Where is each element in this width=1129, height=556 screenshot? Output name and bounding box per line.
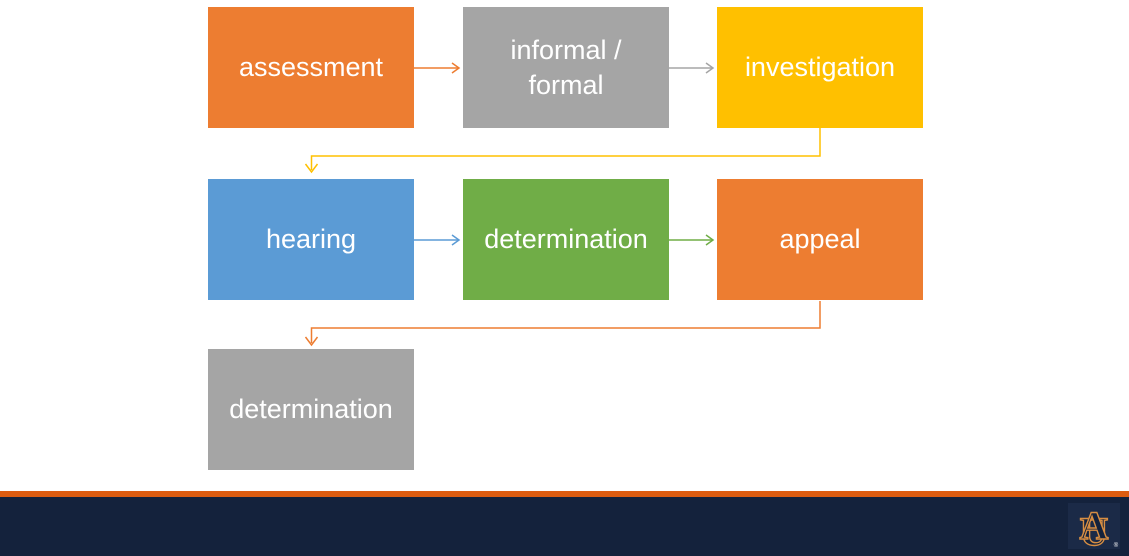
footer-orange-stripe xyxy=(0,491,1129,497)
flow-box-assessment: assessment xyxy=(208,7,414,128)
flow-box-label: investigation xyxy=(744,52,896,83)
logo-tile xyxy=(1068,503,1120,549)
auburn-au-logo-icon: U A ® xyxy=(1068,503,1120,549)
flow-box-label: assessment xyxy=(238,52,384,83)
flow-box-label: informal / formal xyxy=(510,35,622,100)
arrow-informal-to-investigation-icon xyxy=(668,60,717,76)
elbow-appeal-to-determination-icon xyxy=(303,301,828,351)
arrow-assessment-to-informal-icon xyxy=(414,60,463,76)
flow-box-informal-formal: informal / formal xyxy=(463,7,669,128)
flow-box-hearing: hearing xyxy=(208,179,414,300)
flow-box-determination-final: determination xyxy=(208,349,414,470)
flow-box-determination: determination xyxy=(463,179,669,300)
flow-box-investigation: investigation xyxy=(717,7,923,128)
flow-box-appeal: appeal xyxy=(717,179,923,300)
arrow-hearing-to-determination-icon xyxy=(414,232,463,248)
flow-box-label: appeal xyxy=(779,224,861,255)
footer-navy-bar xyxy=(0,497,1129,556)
registered-mark: ® xyxy=(1114,542,1119,549)
flow-box-label: determination xyxy=(484,224,648,255)
logo-letter-u: U xyxy=(1080,509,1109,549)
flow-box-label: hearing xyxy=(265,224,357,255)
arrow-determination-to-appeal-icon xyxy=(668,232,717,248)
logo-letter-a: A xyxy=(1080,503,1109,548)
elbow-investigation-to-hearing-icon xyxy=(303,128,828,178)
flow-box-label: determination xyxy=(229,394,393,425)
